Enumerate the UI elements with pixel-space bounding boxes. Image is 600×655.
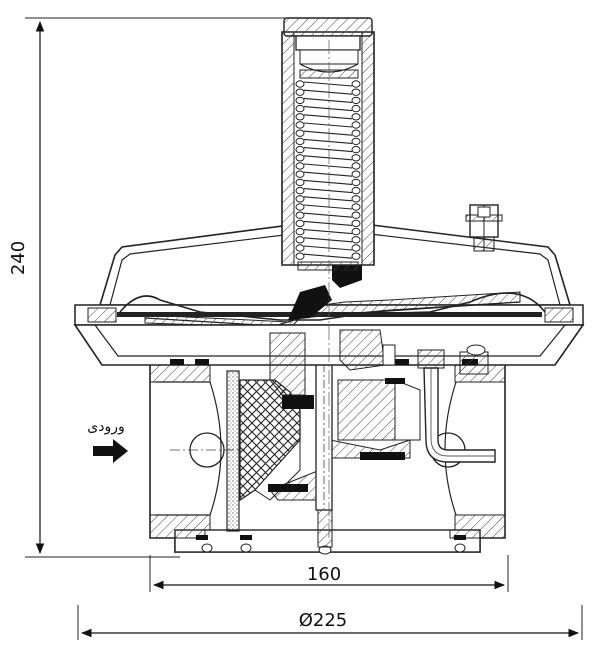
- spring-coil-wire: [303, 138, 353, 144]
- diameter-dimension: Ø225: [77, 605, 583, 640]
- spring-coil-left: [295, 145, 305, 154]
- vent-fitting: [465, 204, 503, 252]
- spring-coil-right: [351, 113, 361, 121]
- spring-coil-left: [295, 178, 305, 187]
- spring-coil-left: [295, 104, 305, 113]
- diameter-dimension-label: Ø225: [299, 610, 348, 631]
- spring-coil-left: [295, 195, 305, 203]
- sensing-tube: [417, 344, 496, 463]
- spring-coil-wire: [303, 245, 353, 251]
- spring-coil-right: [351, 154, 361, 162]
- spring-coil-right: [351, 145, 361, 154]
- spring-coil-right: [351, 137, 361, 146]
- spring-coil-right: [351, 129, 361, 137]
- spring-coil-right: [351, 186, 361, 195]
- spring-coil-right: [351, 88, 361, 96]
- spring-housing: [281, 17, 375, 271]
- spring-coil-wire: [303, 204, 353, 210]
- spring-coil-left: [295, 170, 305, 178]
- spring-coil-left: [295, 211, 305, 219]
- spring-coil-left: [295, 129, 305, 137]
- inlet-indicator: ورودی: [87, 419, 128, 463]
- spring-coil-wire: [303, 114, 353, 120]
- spring-coil-wire: [303, 212, 353, 218]
- inlet-label: ورودی: [87, 419, 124, 435]
- spring-coil-wire: [303, 196, 353, 202]
- spring-coil-left: [295, 162, 305, 170]
- spring-coil-right: [351, 162, 361, 170]
- spring-coil-wire: [303, 130, 353, 136]
- spring-coil-left: [295, 186, 305, 195]
- spring-coil-right: [351, 96, 361, 105]
- inlet-arrow-icon: [93, 439, 128, 463]
- spring-coil-wire: [303, 229, 353, 235]
- valve-seat: [268, 378, 421, 501]
- spring-coil-right: [351, 178, 361, 187]
- spring-coil-right: [351, 244, 361, 252]
- spring-coil-wire: [303, 253, 353, 259]
- spring-coil-right: [351, 203, 361, 211]
- spring-coil-wire: [303, 163, 353, 169]
- spring-coil-left: [295, 252, 305, 260]
- length-dimension: 160: [149, 555, 509, 592]
- spring-coil-wire: [303, 188, 353, 194]
- spring-coil-wire: [303, 97, 353, 103]
- spring-coil-wire: [303, 237, 353, 243]
- spring-coil-right: [351, 170, 361, 178]
- length-dimension-label: 160: [307, 564, 341, 585]
- spring-coil-left: [295, 154, 305, 162]
- spring-coil-wire: [303, 81, 353, 87]
- spring-coil-right: [351, 195, 361, 203]
- spring-coil-left: [295, 203, 305, 211]
- spring-coil-left: [295, 121, 305, 129]
- spring-coil-left: [295, 88, 305, 96]
- spring-coil-wire: [303, 122, 353, 128]
- spring-coil-left: [295, 244, 305, 252]
- spring-coil-wire: [303, 147, 353, 153]
- filter-cartridge: [226, 370, 301, 532]
- spring-coil-right: [351, 227, 361, 236]
- spring-coil-left: [295, 113, 305, 121]
- height-dimension: 240: [8, 17, 285, 558]
- spring-coil-left: [295, 96, 305, 105]
- spring-coil-left: [295, 227, 305, 236]
- height-dimension-label: 240: [8, 241, 29, 275]
- spring-coil-wire: [303, 89, 353, 95]
- spring-coil-wire: [303, 106, 353, 112]
- spring-coil-right: [351, 252, 361, 260]
- spring-coil-right: [351, 80, 361, 88]
- spring-coil-left: [295, 219, 305, 228]
- spring-coil-left: [295, 137, 305, 146]
- spring-coil-wire: [303, 220, 353, 226]
- spring-coil-right: [351, 236, 361, 244]
- spring-coil-right: [351, 219, 361, 228]
- spring-coil-left: [295, 236, 305, 244]
- spring-coil-wire: [303, 179, 353, 185]
- spring-coil-left: [295, 80, 305, 88]
- spring-coil-right: [351, 104, 361, 113]
- spring-coil-right: [351, 211, 361, 219]
- spring-coils: [295, 80, 361, 260]
- spring-coil-wire: [303, 155, 353, 161]
- spring-coil-right: [351, 121, 361, 129]
- spring-coil-wire: [303, 171, 353, 177]
